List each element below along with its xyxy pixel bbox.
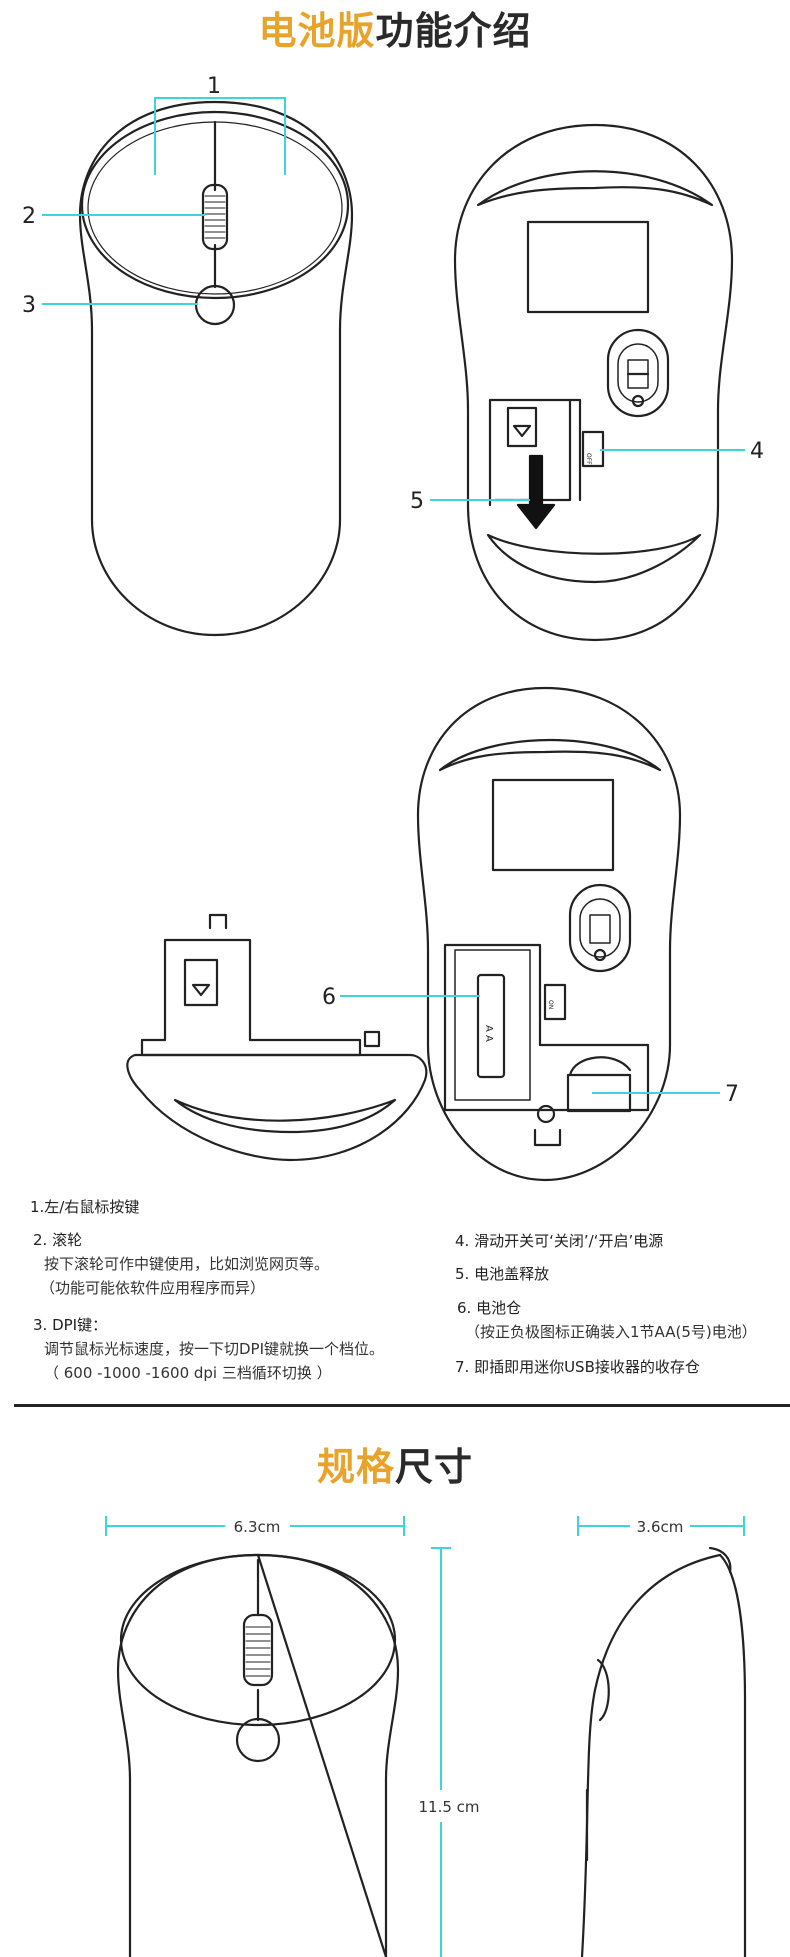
feature-3-head: 3. DPI键： xyxy=(33,1316,108,1334)
mouse-spec-side xyxy=(580,1546,747,1957)
mouse-top-view xyxy=(78,100,354,637)
feature-5: 5. 电池盖释放 xyxy=(455,1265,550,1283)
title-rest: 功能介绍 xyxy=(375,9,532,53)
callout-2: 2 xyxy=(22,204,36,229)
feature-2-head: 2. 滚轮 xyxy=(33,1231,83,1249)
battery-cover xyxy=(126,913,428,1162)
feature-3-line2: （ 600 -1000 -1600 dpi 三档循环切换 ） xyxy=(44,1364,332,1382)
feature-4: 4. 滑动开关可‘关闭’/‘开启’电源 xyxy=(455,1232,664,1250)
section-title-features: 电池版功能介绍 xyxy=(0,0,790,55)
callout-6: 6 xyxy=(322,985,336,1010)
mouse-open-view xyxy=(416,686,682,1182)
feature-7: 7. 即插即用迷你USB接收器的收存仓 xyxy=(455,1358,700,1376)
callout-7: 7 xyxy=(725,1082,739,1107)
feature-2-line2: （功能可能依软件应用程序而异） xyxy=(40,1279,266,1297)
callout-1: 1 xyxy=(207,74,221,99)
callout-5: 5 xyxy=(410,489,424,514)
section-divider xyxy=(14,1404,790,1407)
title-highlight: 规格 xyxy=(316,1445,395,1489)
feature-3-line1: 调节鼠标光标速度，按一下切DPI键就换一个档位。 xyxy=(44,1340,385,1358)
feature-2-line1: 按下滚轮可作中键使用，比如浏览网页等。 xyxy=(44,1255,330,1273)
mouse-bottom-view xyxy=(453,123,734,642)
feature-1: 1.左/右鼠标按键 xyxy=(30,1198,140,1216)
dimension-height: 11.5 cm xyxy=(418,1798,479,1816)
callout-3: 3 xyxy=(22,293,36,318)
mouse-spec-front xyxy=(116,1553,400,1957)
callout-4: 4 xyxy=(750,439,764,464)
switch-off-label: OFF xyxy=(585,453,592,465)
callout-lines xyxy=(42,97,745,1957)
switch-on-label: ON xyxy=(547,1000,554,1009)
section-title-specs: 规格尺寸 xyxy=(0,1436,790,1491)
battery-label: A A xyxy=(483,1025,494,1042)
title-rest: 尺寸 xyxy=(395,1445,474,1489)
title-highlight: 电池版 xyxy=(258,9,376,53)
dimension-depth: 3.6cm xyxy=(637,1518,684,1536)
release-arrow-icon xyxy=(516,454,556,530)
feature-6-line1: （按正负极图标正确装入1节AA(5号)电池） xyxy=(465,1323,757,1341)
dimension-width: 6.3cm xyxy=(234,1518,281,1536)
feature-6-head: 6. 电池仓 xyxy=(457,1299,522,1317)
